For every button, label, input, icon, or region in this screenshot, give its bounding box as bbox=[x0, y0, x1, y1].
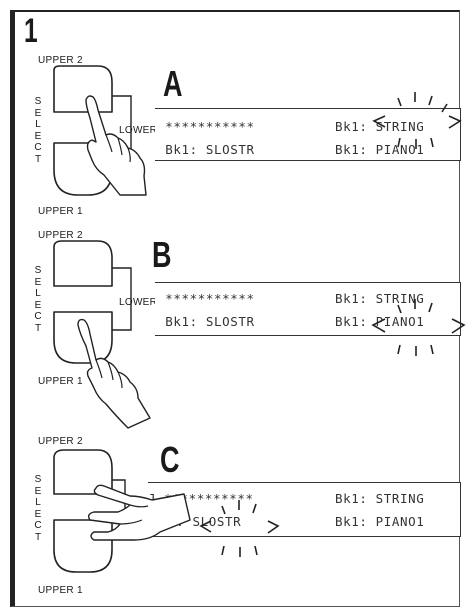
select-letter: C bbox=[34, 311, 42, 322]
select-letter: E bbox=[34, 276, 42, 288]
lcd-display-b: J *********** Bk1: STRING ' Bk1: SLOSTR … bbox=[155, 282, 461, 336]
flash-marks-b bbox=[371, 299, 466, 356]
lower-label-a: LOWER bbox=[119, 125, 158, 136]
upper-2-button-a bbox=[53, 65, 113, 113]
upper-1-label-b: UPPER 1 bbox=[38, 376, 83, 387]
select-letter: T bbox=[34, 531, 42, 543]
lcd-row1-right: Bk1: STRING bbox=[335, 119, 425, 134]
lcd-row2-left: ' Bk1: SLOSTR bbox=[155, 314, 255, 329]
select-label-c: S E L E C T bbox=[33, 474, 43, 543]
select-letter: T bbox=[34, 322, 42, 334]
hand-icon-a bbox=[85, 95, 147, 196]
upper-2-button-c bbox=[53, 449, 113, 495]
select-letter: S bbox=[34, 474, 42, 485]
section-letter-b: B bbox=[152, 234, 172, 275]
lcd-row2-right: Bk1: PIANO1 bbox=[335, 142, 425, 157]
select-letter: L bbox=[35, 288, 41, 299]
select-letter: S bbox=[34, 96, 42, 107]
lcd-row1-left: J *********** bbox=[155, 291, 255, 306]
hand-icon-b bbox=[77, 318, 151, 429]
select-letter: C bbox=[34, 142, 42, 153]
select-letter: T bbox=[34, 153, 42, 165]
select-label-b: S E L E C T bbox=[33, 265, 43, 334]
select-label-a: S E L E C T bbox=[33, 96, 43, 165]
select-letter: S bbox=[34, 265, 42, 276]
lcd-row2-right: Bk1: PIANO1 bbox=[335, 514, 425, 529]
hand-icon-c bbox=[87, 484, 191, 541]
select-letter: E bbox=[34, 299, 42, 311]
upper-2-button-b bbox=[53, 240, 113, 287]
lcd-row2-left: ' Bk1: SLOSTR bbox=[155, 142, 255, 157]
select-letter: E bbox=[34, 485, 42, 497]
select-letter: L bbox=[35, 497, 41, 508]
select-letter: C bbox=[34, 520, 42, 531]
upper-1-button-c bbox=[53, 519, 113, 573]
upper-2-label-a: UPPER 2 bbox=[38, 55, 83, 66]
select-letter: E bbox=[34, 130, 42, 142]
flash-marks-c bbox=[199, 500, 280, 557]
section-letter-a: A bbox=[163, 63, 183, 104]
lcd-row1-right: Bk1: STRING bbox=[335, 491, 425, 506]
lcd-row1-right: Bk1: STRING bbox=[335, 291, 425, 306]
flash-marks-a bbox=[372, 92, 462, 149]
section-letter-c: C bbox=[160, 439, 180, 480]
lower-label-b: LOWER bbox=[119, 297, 158, 308]
upper-2-label-c: UPPER 2 bbox=[38, 436, 83, 447]
lcd-display-a: J *********** Bk1: STRING ' Bk1: SLOSTR … bbox=[155, 108, 461, 161]
step-number: 1 bbox=[24, 12, 38, 50]
lcd-row2-right: Bk1: PIANO1 bbox=[335, 314, 425, 329]
bracket-b bbox=[112, 267, 132, 331]
upper-1-label-a: UPPER 1 bbox=[38, 206, 83, 217]
select-letter: L bbox=[35, 119, 41, 130]
upper-2-label-b: UPPER 2 bbox=[38, 230, 83, 241]
select-letter: E bbox=[34, 107, 42, 119]
select-letter: E bbox=[34, 508, 42, 520]
lcd-row1-left: J *********** bbox=[155, 119, 255, 134]
upper-1-label-c: UPPER 1 bbox=[38, 585, 83, 596]
